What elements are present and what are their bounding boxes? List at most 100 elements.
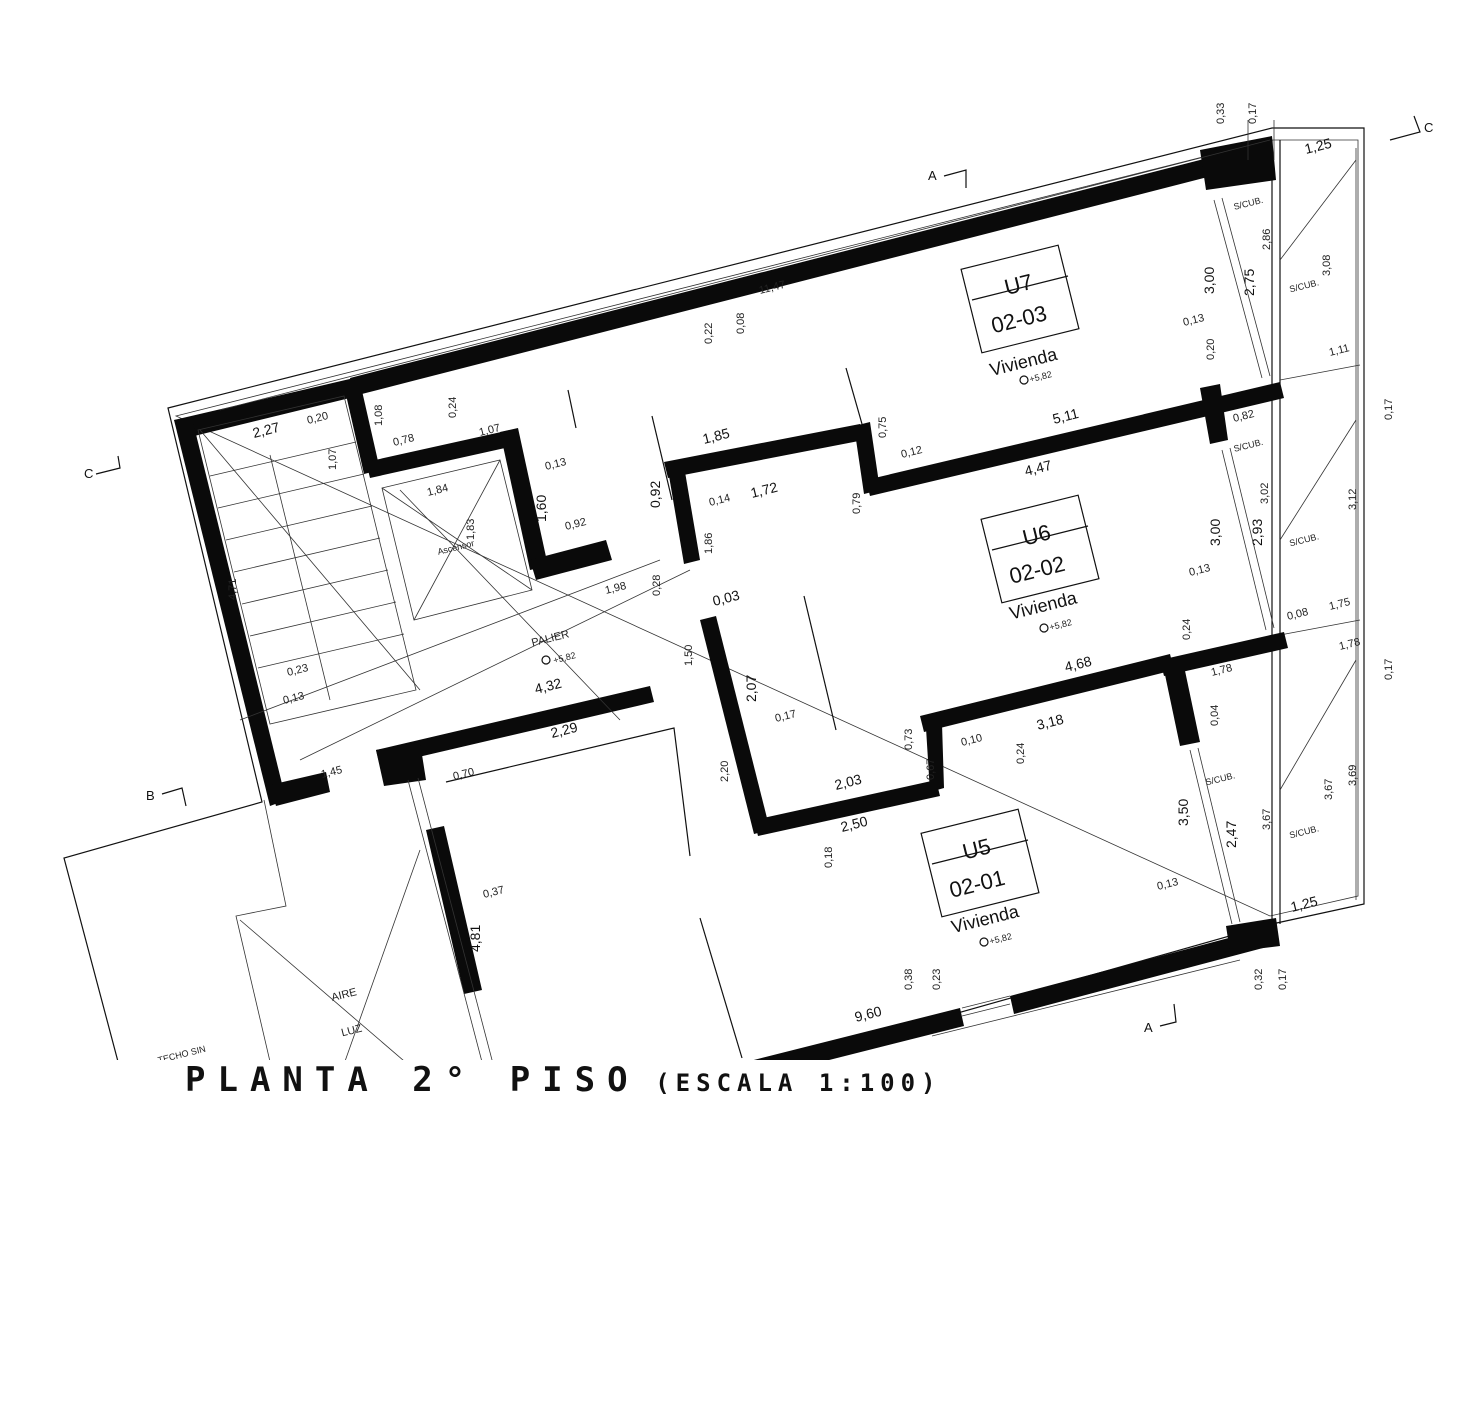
luz-label: LUZ [340,1023,363,1040]
elevator-shaft [381,459,533,621]
dim: 0,04 [1209,705,1221,726]
dim: 0,32 [1253,969,1265,990]
dim: 0,17 [1383,659,1395,680]
balcony-label: S/CUB. [1233,195,1265,212]
dim: 1,60 [533,495,549,522]
dim: 1,78 [1338,636,1362,653]
dim: 0,75 [877,417,889,438]
dim: 4,71 [227,579,239,600]
unit-code: U5 [960,833,993,864]
dim: 0,28 [651,575,663,596]
balcony-label: S/CUB. [1204,770,1236,787]
dim: 3,02 [1259,483,1271,504]
dim: 0,73 [903,729,915,750]
dim: 0,67 [925,759,937,780]
dim: 1,84 [426,482,450,499]
dim: 4,81 [467,925,483,952]
dim: 1,50 [683,645,695,666]
dim: 3,08 [1321,255,1333,276]
dimension-labels: 11,47 0,22 0,08 2,27 0,20 1,08 1,07 1,07… [227,103,1395,1025]
unit-number: 02-02 [1007,551,1068,589]
floor-plan: U7 02-03 Vivienda +5,82 U6 02-02 Viviend… [63,103,1433,1060]
section-c-right: C [1424,120,1433,135]
dim: 4,32 [533,675,564,697]
unit-level: +5,82 [1048,617,1073,632]
drawing-title: PLANTA 2° PISO [185,1060,640,1100]
section-arrow-icon [943,169,967,188]
unit-code: U6 [1020,519,1053,550]
dim: 3,69 [1347,765,1359,786]
dim: 0,78 [392,432,416,449]
section-a-top: A [928,168,937,183]
dim: 0,13 [1156,876,1180,893]
dim: 2,86 [1261,229,1273,250]
windows [407,197,1275,1060]
dim: 0,79 [851,493,863,514]
dim: 3,00 [1207,519,1223,546]
dim: 1,75 [1328,596,1352,613]
dim: 2,93 [1249,519,1265,546]
dim: 0,03 [711,587,742,609]
dim: 3,67 [1261,809,1273,830]
section-markers: A A B B C C [84,115,1433,1035]
section-arrow-icon [1159,1003,1177,1027]
dim: 0,13 [1188,562,1212,579]
dim: 0,22 [703,323,715,344]
dim: 1,85 [701,425,732,447]
dim: 0,08 [1286,606,1310,623]
dim: 0,92 [564,516,588,533]
dim: 1,86 [703,533,715,554]
dim: 0,13 [282,690,306,707]
dim: 1,07 [478,422,502,439]
property-boundary [63,127,1365,1060]
walls [174,136,1288,1060]
dim: 2,20 [719,761,731,782]
balcony-label: S/CUB. [1288,277,1320,294]
dim: 1,78 [1210,662,1234,679]
balcony-label: S/CUB. [1288,823,1320,840]
dim: 3,12 [1347,489,1359,510]
dim: 0,13 [1182,312,1206,329]
partitions [235,367,863,1060]
dim: 3,00 [1201,267,1217,294]
dim: 0,20 [306,410,330,427]
dim: 2,03 [833,771,864,793]
dim: 1,11 [1328,342,1351,359]
level-marker-icon [541,655,551,665]
dim: 0,23 [931,969,943,990]
drawing-caption: PLANTA 2° PISO (ESCALA 1:100) [185,1060,942,1100]
dim: 0,17 [774,708,798,725]
dim: 2,50 [839,813,870,835]
techo-label: TECHO SIN [157,1044,207,1060]
room-labels: PALIER +5,82 Ascensor AIRE LUZ TECHO SIN [157,538,577,1060]
level-marker-icon [1039,623,1049,633]
balcony-labels: S/CUB. S/CUB. S/CUB. S/CUB. S/CUB. S/CUB… [1204,195,1319,841]
dim: 3,50 [1175,799,1191,826]
balcony-strip [1271,140,1361,924]
dim: 1,08 [373,405,385,426]
dim: 0,33 [1215,103,1227,124]
balcony-label: S/CUB. [1233,437,1265,454]
dim: 1,72 [749,479,780,501]
unit-level: +5,82 [988,931,1013,946]
dim: 0,20 [1205,339,1217,360]
dim: 2,27 [251,419,282,441]
dim: 0,08 [735,313,747,334]
dim: 2,75 [1241,269,1257,296]
dim: 1,07 [327,449,339,470]
dimension-lines [219,120,1275,1037]
dim: 0,24 [1015,743,1027,764]
dim: 5,11 [1051,405,1081,427]
dim: 0,70 [452,766,476,783]
dim: 1,98 [604,580,628,597]
dim: 1,83 [465,519,477,540]
section-arrow-icon [1389,115,1421,141]
section-arrow-icon [161,787,187,807]
dim: 0,92 [647,481,663,508]
dim: 0,24 [447,397,459,418]
dim: 0,38 [903,969,915,990]
dim: 3,67 [1323,779,1335,800]
dim: 0,10 [960,732,984,749]
dim: 1,25 [1303,135,1334,157]
staircase [197,395,691,761]
